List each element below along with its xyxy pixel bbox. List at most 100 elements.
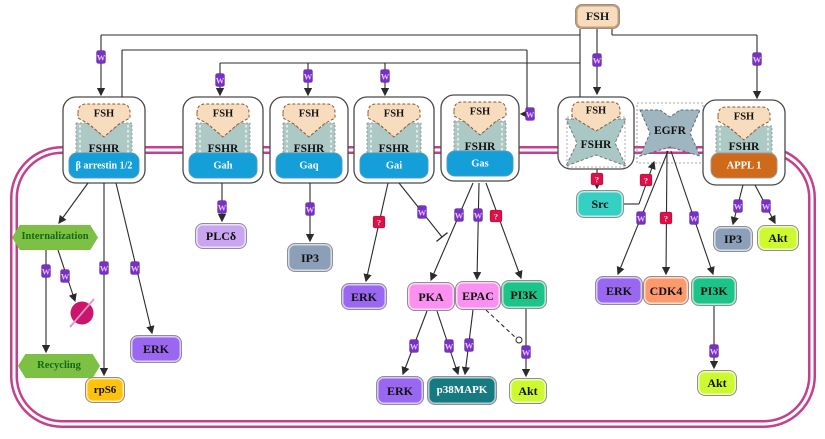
- icon-glyph: W: [381, 72, 390, 82]
- node-erk-pka: ERK: [376, 376, 424, 405]
- activation-icon: W: [454, 208, 464, 222]
- icon-glyph: W: [97, 53, 106, 63]
- node-akt-appl1: Akt: [757, 225, 799, 251]
- icon-box: [380, 69, 390, 83]
- icon-box: [709, 344, 719, 358]
- icon-box: [454, 208, 464, 222]
- icon-box: [761, 199, 771, 213]
- activation-icon: W: [521, 345, 531, 359]
- icon-box: [96, 50, 106, 64]
- icon-box: [130, 261, 140, 275]
- node-akt-egfr: Akt: [697, 370, 737, 396]
- node-cdk4: CDK4: [643, 276, 689, 305]
- icon-glyph: ?: [494, 212, 498, 222]
- icon-glyph: W: [218, 203, 227, 213]
- icon-box: [99, 261, 109, 275]
- icon-box: [464, 338, 474, 352]
- partner-label: Gas: [471, 159, 489, 170]
- icon-box: [639, 173, 653, 187]
- node-recycling: Recycling: [18, 354, 100, 378]
- icon-box: [409, 339, 419, 353]
- fsh-ligand-shape: [196, 103, 250, 138]
- node-recycling-label: Recycling: [37, 359, 81, 371]
- node-pi3k-label: PI3K: [510, 287, 538, 302]
- unknown-icon: ?: [372, 215, 386, 229]
- connector: [430, 182, 474, 282]
- node-akt-label: Akt: [518, 384, 538, 398]
- unknown-icon: ?: [489, 209, 503, 223]
- fsh-ligand-shape: [367, 103, 421, 138]
- connector: [485, 182, 523, 280]
- fsh-ligand-shape: [717, 106, 771, 141]
- unknown-icon: ?: [590, 172, 604, 186]
- connector: [485, 309, 517, 339]
- activation-icon: W: [444, 339, 454, 353]
- node-erk-egfr: ERK: [595, 276, 643, 305]
- fsh-label: FSH: [384, 109, 404, 120]
- connectors: [41, 29, 776, 378]
- icon-box: [733, 199, 743, 213]
- activation-icon: W: [130, 261, 140, 275]
- icon-glyph: ?: [595, 175, 599, 185]
- connector: [473, 182, 482, 281]
- activation-icon: W: [525, 107, 535, 121]
- icon-box: [372, 215, 386, 229]
- icon-box: [525, 107, 535, 121]
- icon-box: [636, 211, 646, 225]
- complex-egfr: EGFR: [636, 102, 704, 164]
- icon-glyph: W: [100, 264, 109, 274]
- icon-box: [215, 73, 225, 87]
- activation-icon: W: [473, 208, 483, 222]
- icon-box: [752, 52, 762, 66]
- fsh-label: FSH: [299, 109, 319, 120]
- activation-icon: W: [96, 50, 106, 64]
- icon-glyph: W: [593, 56, 602, 66]
- node-akt-gas: Akt: [509, 378, 547, 404]
- activation-icon: W: [733, 199, 743, 213]
- partner-box: [188, 152, 258, 179]
- activation-icon: W: [689, 211, 699, 225]
- node-ip3-label: IP3: [301, 250, 319, 265]
- node-erk-gai: ERK: [341, 283, 387, 310]
- fsh-label: FSH: [94, 109, 114, 120]
- partner-label: Gah: [213, 161, 232, 172]
- activation-icon: W: [215, 73, 225, 87]
- unknown-icon: ?: [639, 173, 653, 187]
- icon-glyph: W: [306, 205, 315, 215]
- connector: [58, 182, 89, 225]
- node-pka: PKA: [407, 282, 455, 311]
- icon-glyph: W: [418, 208, 427, 218]
- partner-label: β arrestin 1/2: [76, 161, 133, 172]
- partner-box: [446, 150, 514, 177]
- icon-glyph: W: [522, 348, 531, 358]
- icon-glyph: W: [131, 264, 140, 274]
- node-plcd: PLCδ: [195, 223, 247, 249]
- node-pi3k-label: PI3K: [700, 284, 728, 298]
- t-bar: [436, 232, 448, 242]
- node-erk-arrestin: ERK: [130, 335, 182, 363]
- fsh-ligand-shape: [282, 103, 336, 138]
- node-p38mapk-label: p38MAPK: [436, 384, 488, 396]
- fsh-label: FSH: [586, 106, 606, 117]
- node-ip3-label: IP3: [724, 232, 742, 246]
- activation-icon: W: [417, 205, 427, 219]
- icon-glyph: W: [61, 272, 70, 282]
- fsh-label: FSH: [734, 112, 754, 123]
- fshr-label: FSHR: [379, 143, 410, 155]
- node-epac: EPAC: [455, 281, 501, 310]
- activation-icon: W: [636, 211, 646, 225]
- node-akt-label: Akt: [768, 231, 788, 245]
- egfr-label: EGFR: [654, 125, 687, 137]
- activation-icon: W: [380, 69, 390, 83]
- fsh-label: FSH: [213, 109, 233, 120]
- icon-glyph: W: [304, 72, 313, 82]
- activation-icon: W: [464, 338, 474, 352]
- icon-glyph: W: [690, 214, 699, 224]
- icon-glyph: ?: [664, 214, 668, 224]
- node-erk-label: ERK: [142, 342, 169, 356]
